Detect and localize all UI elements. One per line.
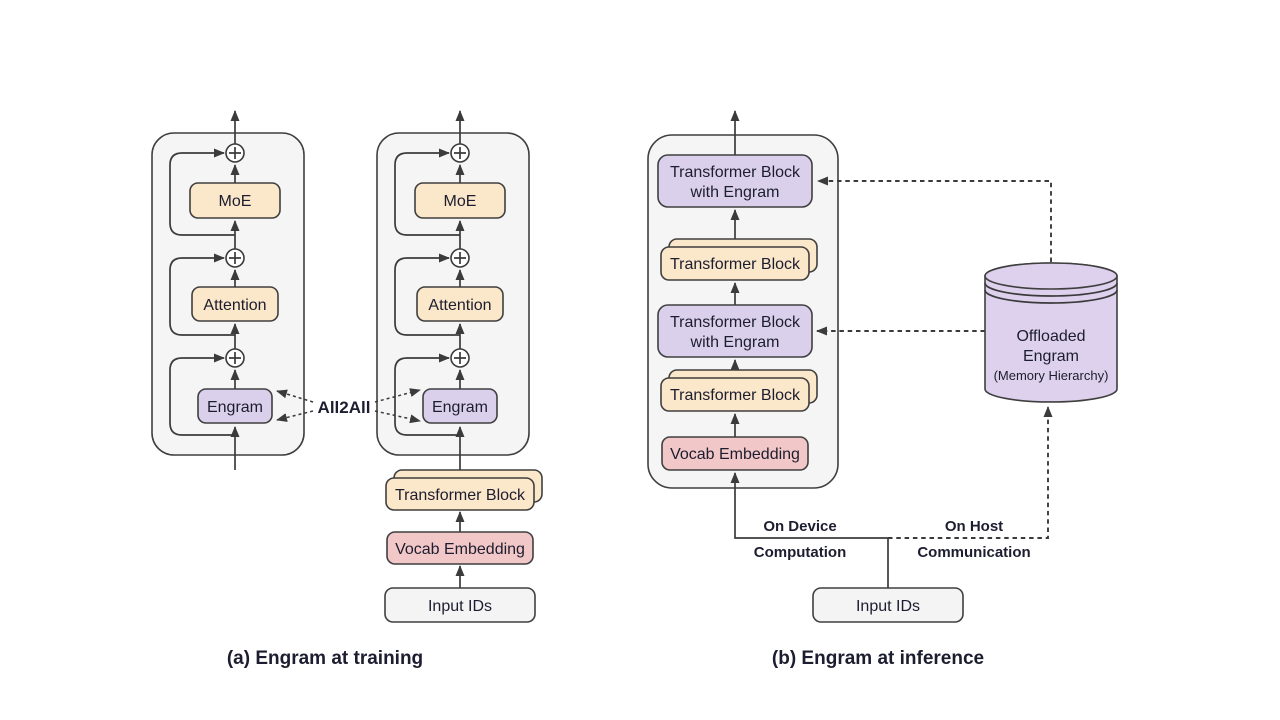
moe-label: MoE	[219, 193, 252, 210]
on-host-label-line2: Communication	[917, 544, 1030, 561]
add-icon	[450, 248, 470, 268]
residual-skip-engram	[169, 353, 235, 436]
add-icon	[225, 143, 245, 163]
engram-block-label-line2: with Engram	[690, 334, 780, 351]
vocab-embedding-box	[661, 436, 809, 471]
attention-box	[191, 286, 279, 322]
engram-label: Engram	[207, 399, 263, 416]
engram-box	[422, 388, 498, 424]
training-layer-block-2: MoE Attention Engram	[376, 110, 530, 470]
offloaded-engram-label-line3: (Memory Hierarchy)	[994, 368, 1109, 383]
add-icon	[450, 143, 470, 163]
add-icon	[225, 348, 245, 368]
transformer-block-label: Transformer Block	[395, 487, 526, 504]
engram-block-label-line1: Transformer Block	[670, 314, 801, 331]
engram-block-label-line1: Transformer Block	[670, 164, 801, 181]
attention-label: Attention	[428, 297, 491, 314]
transformer-block-box	[660, 246, 810, 281]
engram-block-label-line2: with Engram	[690, 184, 780, 201]
cylinder-top	[984, 262, 1118, 290]
cylinder-disk-line	[984, 282, 1118, 297]
moe-box	[189, 182, 281, 219]
training-layer-block-1: MoE Attention Engram	[151, 110, 305, 470]
add-icon	[450, 348, 470, 368]
attention-label: Attention	[203, 297, 266, 314]
on-host-path-up	[888, 406, 1053, 539]
all2all-links: All2All	[276, 388, 421, 424]
engram-box	[197, 388, 273, 424]
on-device-label-line1: On Device	[763, 518, 836, 535]
all2all-label: All2All	[318, 398, 371, 417]
transformer-block-label: Transformer Block	[670, 387, 801, 404]
caption-b: (b) Engram at inference	[772, 648, 984, 669]
input-ids-box	[384, 587, 536, 623]
moe-box	[414, 182, 506, 219]
input-ids-label: Input IDs	[428, 598, 492, 615]
caption-a: (a) Engram at training	[227, 648, 423, 669]
all2all-dashed-arrow	[374, 388, 421, 403]
all2all-dashed-arrow	[374, 410, 421, 424]
input-ids-box	[812, 587, 964, 623]
residual-skip-moe	[394, 148, 460, 236]
add-icon	[225, 248, 245, 268]
moe-label: MoE	[444, 193, 477, 210]
training-input-stack: Transformer Block Vocab Embedding Input …	[384, 469, 543, 623]
offloaded-engram-cylinder: Offloaded Engram (Memory Hierarchy)	[984, 262, 1118, 403]
attention-box	[416, 286, 504, 322]
vocab-embedding-label: Vocab Embedding	[670, 446, 800, 463]
vocab-embedding-box	[386, 531, 534, 565]
vocab-embedding-label: Vocab Embedding	[395, 541, 525, 558]
all2all-dashed-arrow	[276, 389, 314, 403]
inference-io: Input IDs On Device Computation On Host …	[754, 518, 1031, 623]
all2all-dashed-arrow	[276, 410, 314, 422]
on-device-path	[730, 472, 889, 588]
transformer-block-box	[385, 477, 535, 511]
residual-skip-attention	[394, 253, 460, 336]
input-ids-label: Input IDs	[856, 598, 920, 615]
transformer-block-label: Transformer Block	[670, 256, 801, 273]
residual-skip-attention	[169, 253, 235, 336]
engram-fetch-top	[817, 176, 1052, 262]
on-host-label-line1: On Host	[945, 518, 1003, 535]
offloaded-engram-label-line2: Engram	[1023, 348, 1079, 365]
transformer-block-box	[660, 377, 810, 412]
transformer-block-with-engram-box	[657, 304, 813, 358]
residual-skip-moe	[169, 148, 235, 236]
inference-device-stack: Transformer Block with Engram Transforme…	[647, 110, 1053, 588]
offloaded-engram-label-line1: Offloaded	[1016, 328, 1085, 345]
cylinder-disk-line	[984, 289, 1118, 304]
on-device-label-line2: Computation	[754, 544, 846, 561]
engram-label: Engram	[432, 399, 488, 416]
transformer-block-with-engram-box	[657, 154, 813, 208]
